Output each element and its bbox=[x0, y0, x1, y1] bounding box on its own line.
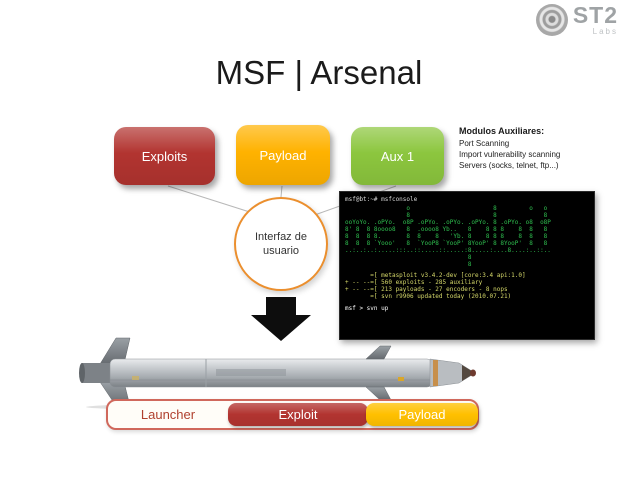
missile-tailpipe bbox=[82, 363, 114, 383]
module-label-exploits: Exploits bbox=[141, 148, 188, 164]
aux-notes-heading: Modulos Auxiliares: bbox=[459, 126, 545, 136]
launcher-bar: Launcher Exploit Payload bbox=[106, 399, 479, 430]
hub-label-line2: usuario bbox=[262, 245, 300, 257]
bar-payload-label: Payload bbox=[398, 407, 446, 422]
logo-subtitle: Labs bbox=[592, 27, 618, 36]
terminal-command-line: msf@bt:~# msfconsole bbox=[345, 196, 418, 203]
user-interface-hub: Interfaz de usuario bbox=[234, 197, 328, 291]
module-box-aux1: Aux 1 bbox=[351, 127, 444, 185]
module-label-payload: Payload bbox=[259, 147, 307, 163]
msfconsole-screenshot: msf@bt:~# msfconsole o 8 o o 8 8 8 ooYoY… bbox=[339, 191, 595, 340]
missile-midfin-top bbox=[365, 345, 392, 360]
terminal-version-info: =[ metasploit v3.4.2-dev [core:3.4 api:1… bbox=[345, 272, 526, 300]
logo-name: ST2 bbox=[572, 2, 618, 28]
bar-exploit-label: Exploit bbox=[278, 407, 318, 422]
module-box-payload: Payload bbox=[236, 125, 330, 185]
aux-note-item: Port Scanning bbox=[459, 139, 510, 148]
connector-exploits-hub bbox=[167, 185, 257, 215]
slide-title: MSF | Arsenal bbox=[215, 54, 423, 91]
missile-nose bbox=[429, 358, 476, 388]
connector-payload-hub bbox=[280, 185, 283, 198]
aux-note-item: Servers (socks, telnet, ftp...) bbox=[459, 161, 559, 170]
aux-note-item: Import vulnerability scanning bbox=[459, 150, 561, 159]
hub-label-line1: Interfaz de bbox=[255, 231, 307, 243]
terminal-ascii-banner: o 8 o o 8 8 8 ooYoYo. .oPYo. o8P .oPYo. … bbox=[345, 205, 551, 268]
launcher-label: Launcher bbox=[140, 407, 196, 422]
module-label-aux1: Aux 1 bbox=[380, 148, 415, 164]
bar-payload-box: Payload bbox=[366, 403, 478, 426]
st2-labs-logo: ST2 Labs bbox=[535, 2, 618, 36]
terminal-prompt: msf > svn up bbox=[345, 305, 389, 312]
aux-modules-notes: Modulos Auxiliares: Port Scanning Import… bbox=[459, 126, 619, 171]
bar-exploit-box: Exploit bbox=[228, 403, 368, 426]
st2-swirl-icon bbox=[535, 4, 568, 36]
missile-tip bbox=[462, 365, 475, 381]
module-box-exploits: Exploits bbox=[114, 127, 215, 185]
